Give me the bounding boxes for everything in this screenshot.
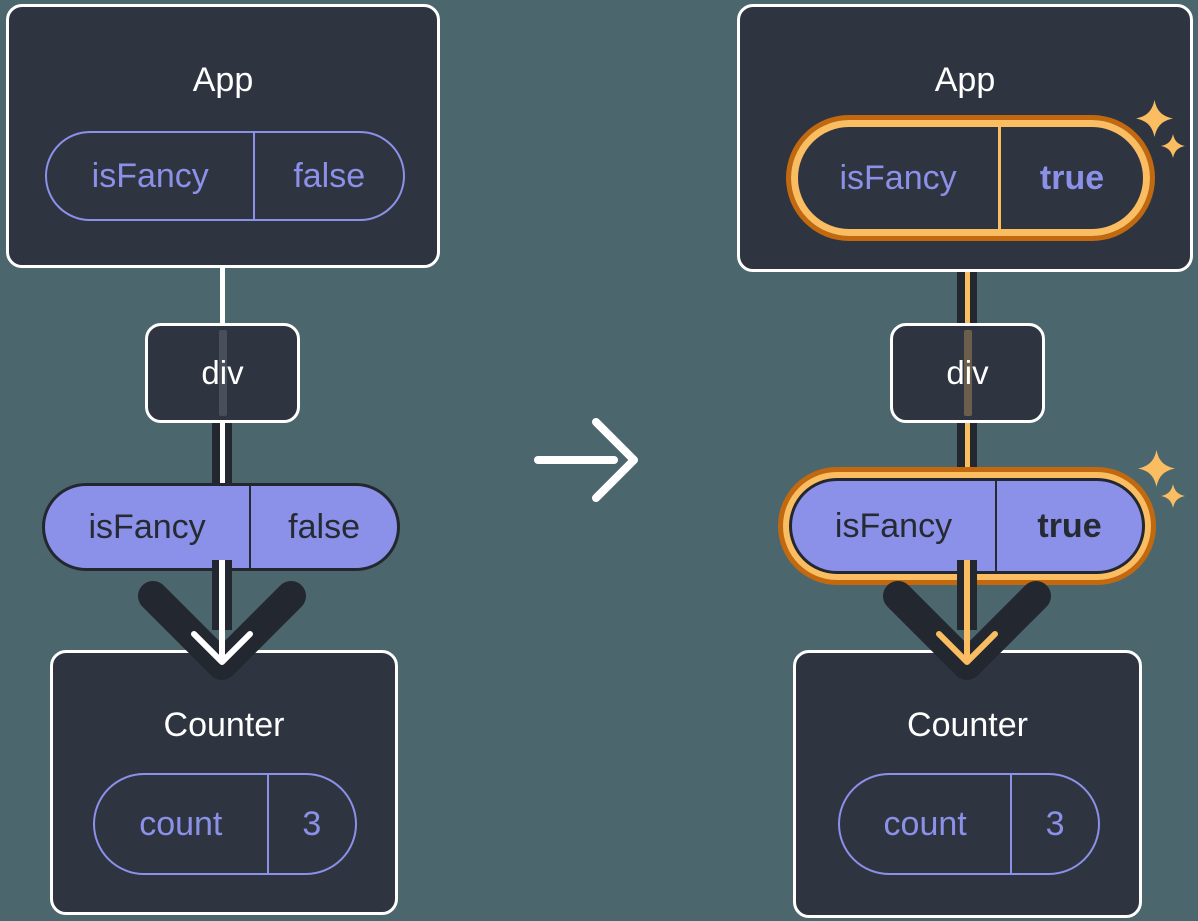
state-name-cell: count xyxy=(139,804,223,843)
div-card-after: div xyxy=(890,323,1045,423)
state-pill-count: count 3 xyxy=(93,773,357,875)
prop-value-cell: false xyxy=(288,507,360,546)
sparkle-icon xyxy=(1136,100,1173,137)
prop-name-cell: isFancy xyxy=(834,506,953,545)
component-title: App xyxy=(192,61,254,99)
prop-flow-line-core xyxy=(219,421,225,493)
state-pill-count: count 3 xyxy=(838,773,1100,875)
prop-flow-line-core xyxy=(964,421,970,493)
pill-divider xyxy=(1010,775,1013,873)
component-title: div xyxy=(201,354,244,391)
prop-value-cell: true xyxy=(1039,158,1105,197)
counter-card-before: Counter count 3 xyxy=(50,650,398,915)
app-card-after: App isFancy true xyxy=(737,4,1193,272)
state-value-cell: 3 xyxy=(1045,804,1065,843)
div-card-before: div xyxy=(145,323,300,423)
prop-flow-ghost-line xyxy=(218,330,227,416)
state-pill-isfancy-highlighted: isFancy true xyxy=(791,120,1150,236)
arrowhead-down-icon xyxy=(883,560,1051,680)
prop-flow-line xyxy=(220,266,225,326)
pill-divider xyxy=(995,481,997,571)
sparkle-icon xyxy=(1161,484,1185,508)
pill-divider xyxy=(266,775,269,873)
component-title: div xyxy=(946,354,989,391)
pill-divider xyxy=(249,486,252,568)
pill-divider xyxy=(253,133,256,219)
state-value-cell: 3 xyxy=(302,804,322,843)
right-arrow-icon xyxy=(534,418,638,502)
prop-value-cell: true xyxy=(1037,506,1102,545)
state-name-cell: count xyxy=(883,804,967,843)
passed-prop-pill-isfancy: isFancy false xyxy=(42,483,400,571)
component-title: Counter xyxy=(907,706,1028,744)
prop-name-cell: isFancy xyxy=(88,507,206,546)
arrowhead-down-icon xyxy=(138,560,306,680)
passed-prop-pill-isfancy-highlighted: isFancy true xyxy=(789,478,1145,574)
prop-name-cell: isFancy xyxy=(91,156,209,195)
app-card-before: App isFancy false xyxy=(6,4,440,268)
state-pill-isfancy: isFancy false xyxy=(45,131,405,221)
component-title: App xyxy=(934,61,996,99)
pill-divider xyxy=(998,127,1002,229)
prop-flow-ghost-line xyxy=(963,330,972,416)
component-title: Counter xyxy=(163,706,285,744)
prop-value-cell: false xyxy=(293,156,366,195)
prop-name-cell: isFancy xyxy=(839,158,957,197)
sparkle-icon xyxy=(1161,134,1185,158)
counter-card-after: Counter count 3 xyxy=(793,650,1142,918)
prop-flow-line-core xyxy=(964,233,970,326)
sparkle-icon xyxy=(1138,450,1175,487)
